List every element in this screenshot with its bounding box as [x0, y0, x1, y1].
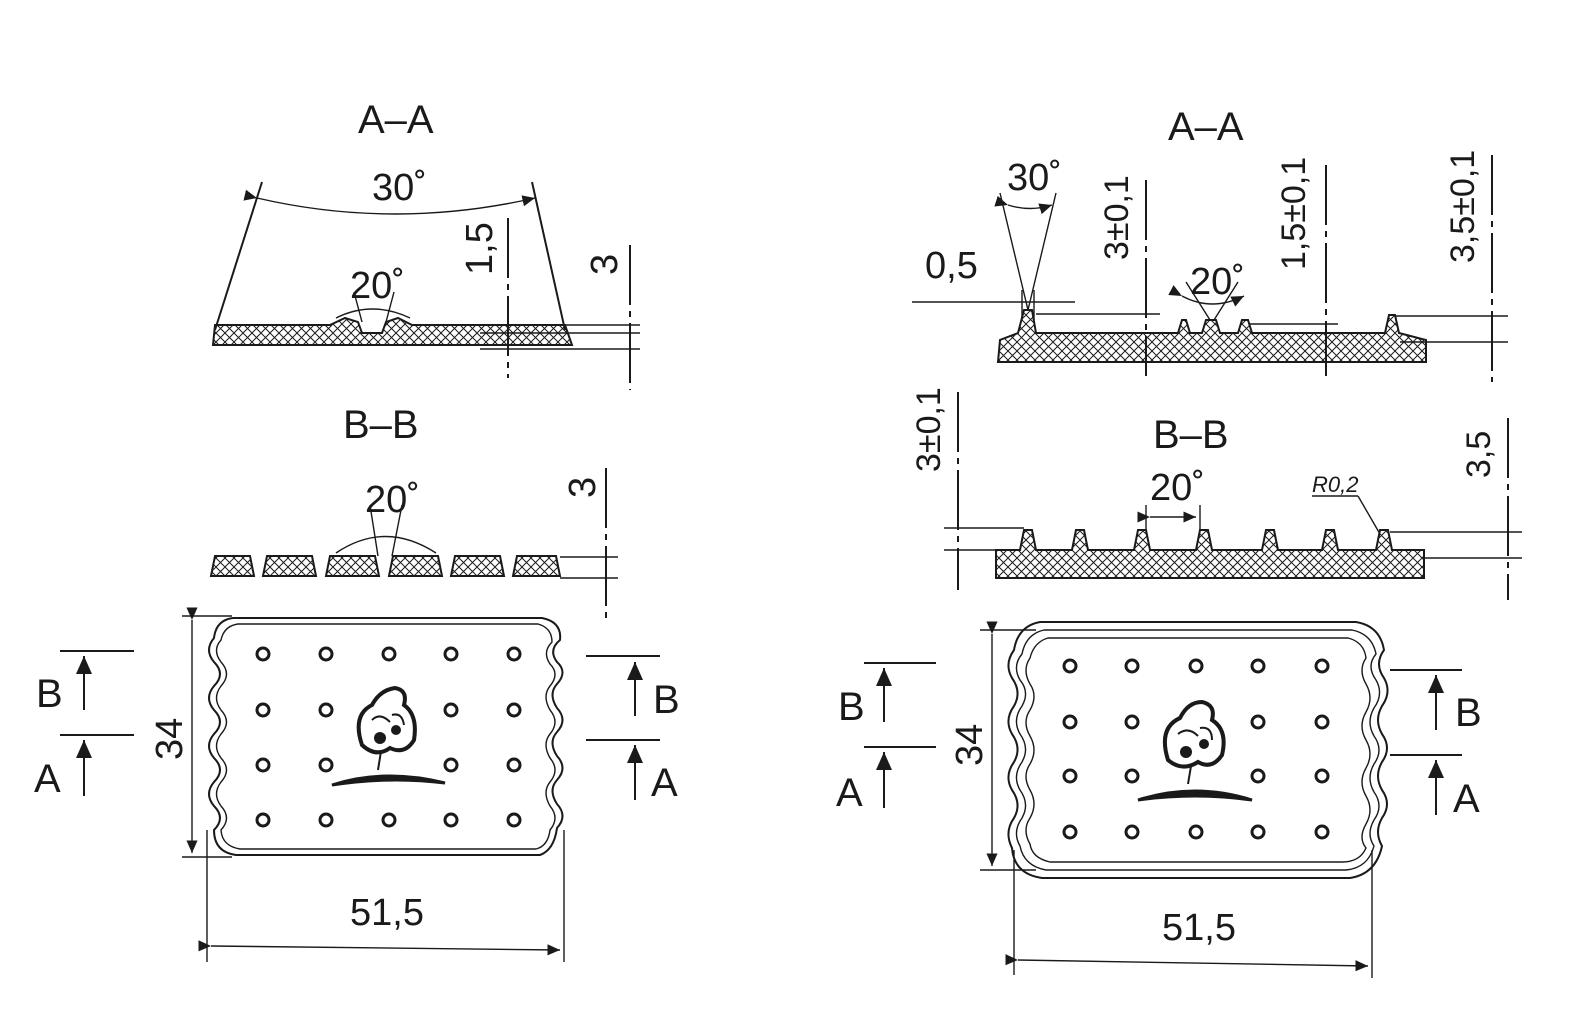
left-bb-dim-3: 3: [562, 477, 604, 498]
right-section-bb: B–B 20˚ R0,2 3±0,1 3,5: [910, 387, 1522, 600]
left-aa-profile: [211, 316, 574, 346]
left-cut-a-left: A: [34, 757, 61, 801]
right-cut-b-left: B: [838, 685, 865, 729]
left-plan-view: B A B A 34 51,5: [34, 607, 680, 962]
right-aa-dim-3: 3±0,1: [1098, 175, 1136, 260]
right-docker-holes: [1062, 658, 1330, 840]
left-bb-title: B–B: [343, 403, 419, 447]
right-biscuit-outline: [1007, 621, 1389, 879]
right-rooster-emblem: [1137, 699, 1253, 802]
left-aa-angle-top: 30˚: [372, 167, 427, 209]
right-dim-height: 34: [949, 724, 991, 766]
right-bb-profile: [995, 529, 1425, 579]
right-aa-dim-05: 0,5: [925, 245, 978, 287]
left-aa-dim-3: 3: [584, 254, 626, 275]
right-bb-dim-3: 3±0,1: [910, 387, 948, 472]
right-dim-width: 51,5: [1162, 907, 1236, 949]
right-bb-radius: R0,2: [1312, 472, 1358, 497]
right-aa-profile: [996, 309, 1427, 363]
left-aa-angle-inner: 20˚: [350, 265, 405, 307]
left-cut-a-right: A: [651, 761, 678, 805]
right-plan-view: B A B A 34 51,5: [836, 621, 1482, 978]
right-bb-dim-35: 3,5: [1460, 431, 1498, 478]
left-cut-b-left: B: [36, 672, 63, 716]
right-aa-title: A–A: [1168, 105, 1244, 149]
left-docker-holes: [255, 646, 522, 828]
left-dim-height: 34: [149, 718, 191, 760]
right-aa-dim-35: 3,5±0,1: [1444, 150, 1482, 263]
right-aa-dim-15: 1,5±0,1: [1275, 157, 1313, 270]
right-aa-angle-top: 30˚: [1007, 157, 1062, 199]
right-bb-angle: 20˚: [1150, 467, 1205, 509]
left-section-aa: A–A 30˚ 20˚ 1,5 3: [211, 98, 640, 390]
left-aa-dim-15: 1,5: [459, 222, 501, 275]
right-aa-angle-inner: 20˚: [1190, 261, 1245, 303]
left-biscuit-outline: [208, 617, 564, 856]
right-cut-b-right: B: [1455, 691, 1482, 735]
left-rooster-emblem: [331, 685, 446, 787]
right-cut-a-left: A: [836, 771, 863, 815]
left-section-bb: B–B 20˚ 3: [209, 403, 618, 622]
left-bb-angle: 20˚: [365, 479, 420, 521]
right-section-aa: A–A 30˚ 0,5 3±0,1 20˚ 1,5±0,1 3,5±0,1: [912, 105, 1508, 382]
left-dim-width: 51,5: [350, 892, 424, 934]
left-aa-title: A–A: [358, 98, 434, 142]
right-bb-title: B–B: [1153, 413, 1229, 457]
left-cut-b-right: B: [653, 678, 680, 722]
left-bb-blocks: [209, 555, 562, 577]
right-cut-a-right: A: [1453, 777, 1480, 821]
